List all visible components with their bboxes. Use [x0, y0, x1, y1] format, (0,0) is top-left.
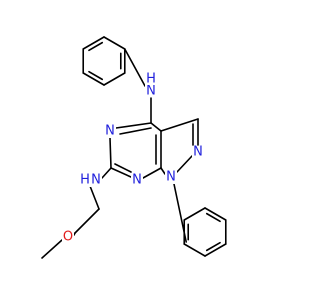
atom-label-o: O	[63, 230, 73, 245]
bond-ch2-o	[73, 232, 76, 236]
bond-c2-n1	[110, 167, 132, 178]
phenyl-top-double-bond	[88, 41, 104, 52]
phenyl-right-double-bond	[205, 241, 221, 252]
phenyl-right-bond	[183, 207, 206, 221]
atom-label-n: N	[105, 124, 115, 139]
atom-label-h: H	[146, 72, 156, 87]
bond-n2-n9	[176, 155, 193, 173]
phenyl-right-bond	[204, 243, 227, 257]
atom-n-amine: N H	[80, 173, 102, 188]
bond-n3-c2	[109, 137, 112, 169]
atom-n-ring-bottom: N	[131, 173, 143, 188]
bond-c2-n1-double	[114, 163, 132, 173]
phenyl-top-bond	[103, 36, 126, 50]
atom-bg	[192, 146, 204, 159]
bond-c3a-c4	[150, 122, 162, 132]
bond-n1-c7a	[142, 167, 162, 179]
bond-c4-n3-double	[119, 127, 152, 135]
phenyl-right-double-bond	[205, 212, 221, 223]
phenyl-top-double-bond	[88, 70, 104, 81]
phenyl-top-bond	[82, 36, 105, 50]
bond-n9-phenyl	[173, 183, 188, 243]
phenyl-right-bond	[204, 207, 227, 221]
atom-label-n: N	[132, 173, 142, 188]
atom-n-ring-left: N	[104, 124, 116, 139]
atom-bg	[145, 84, 157, 97]
bond-phenyl-nh	[123, 48, 146, 87]
atom-o-methoxy: O	[62, 230, 74, 245]
atom-label-n: N	[146, 84, 156, 99]
bond-n9-c7a	[160, 167, 166, 175]
atom-n-pyrazole-n1: N	[165, 170, 177, 185]
atom-n-aniline: N H	[145, 72, 157, 99]
phenyl-right-bond	[183, 243, 206, 257]
atom-label-n: N	[193, 145, 203, 160]
bond-ch2-ch2	[74, 208, 100, 234]
bond-c3a-c3	[160, 118, 199, 132]
atom-label-n: N	[91, 173, 101, 188]
atom-label-n: N	[166, 170, 176, 185]
bond-o-ch3	[41, 239, 63, 259]
phenyl-top-bond	[103, 72, 126, 86]
atom-bg	[145, 73, 157, 85]
bond-c2-nh	[101, 167, 112, 179]
bond-layer	[41, 36, 227, 259]
atom-bg	[80, 174, 91, 187]
phenyl-top-bond	[82, 72, 105, 86]
bond-c4-n3	[115, 122, 152, 129]
atom-label-h: H	[80, 173, 90, 188]
atom-bg	[165, 171, 177, 184]
atom-layer: N H N N N N N H	[62, 72, 204, 245]
bond-nh-ch2	[89, 185, 100, 210]
atom-bg	[90, 174, 102, 187]
atom-bg	[62, 231, 74, 244]
atom-bg	[104, 125, 116, 138]
molecule-diagram: N H N N N N N H	[41, 36, 227, 259]
atom-n-pyrazole-top: N	[192, 145, 204, 160]
atom-bg	[131, 174, 143, 187]
